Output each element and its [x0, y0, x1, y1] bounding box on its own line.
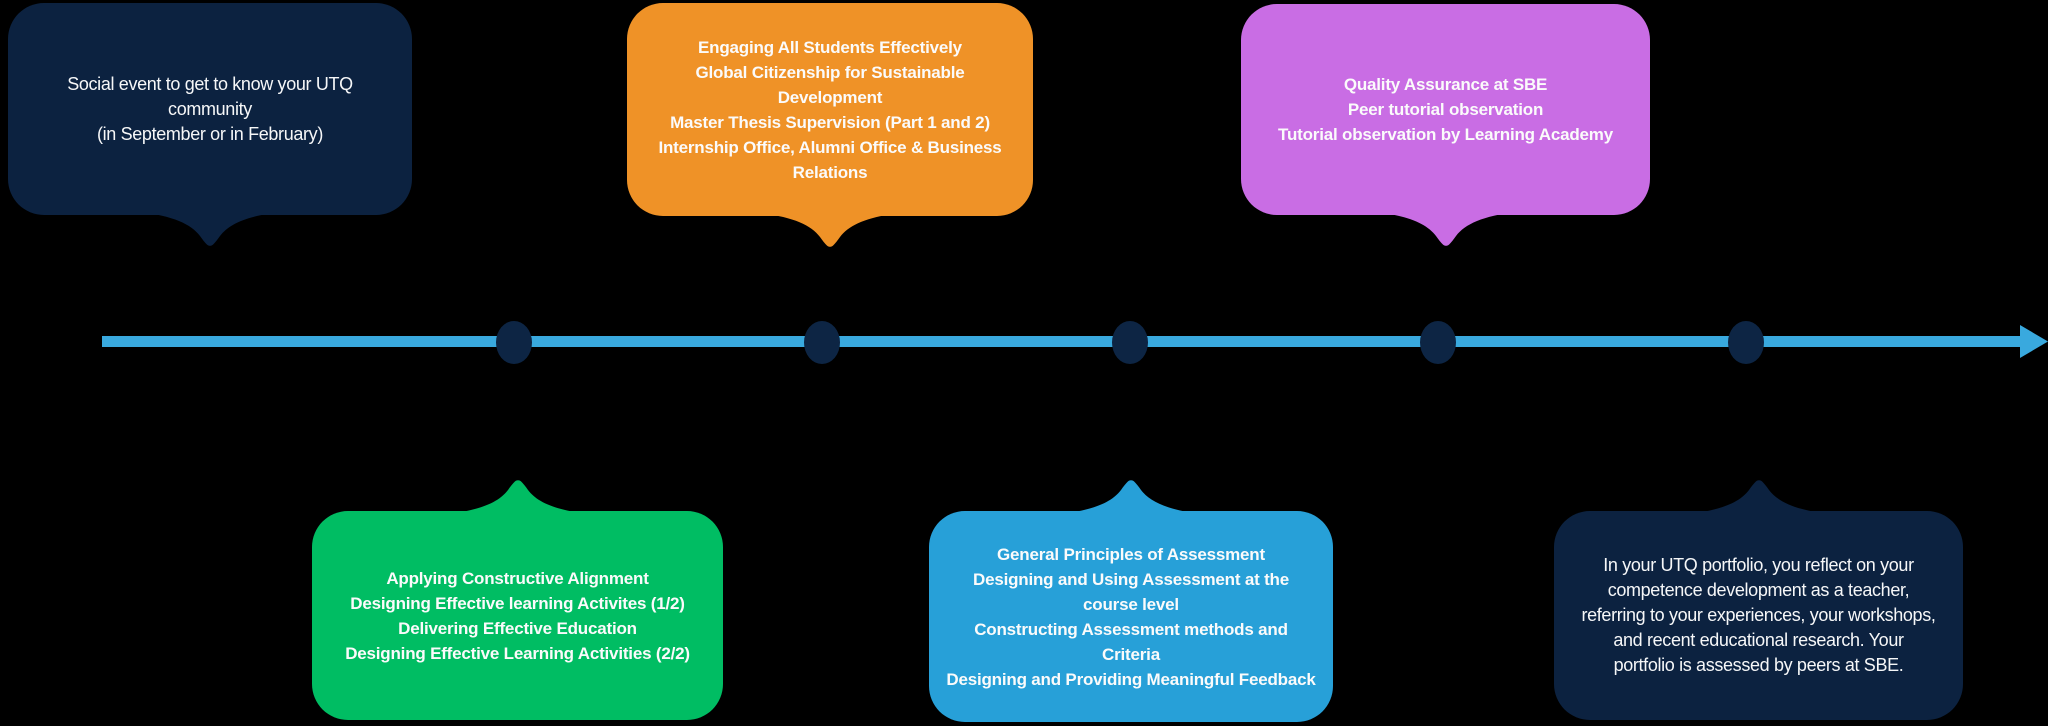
bubble-text: In your UTQ portfolio, you reflect on yo… — [1581, 553, 1935, 678]
bubble-text-line: Social event to get to know your UTQ — [67, 73, 353, 94]
bubble-text-line: Relations — [792, 162, 868, 182]
bubble-social-event: Social event to get to know your UTQ comm… — [8, 3, 412, 246]
bubble-text-line: Engaging All Students Effectively — [698, 37, 962, 57]
bubble-text-line: Designing Effective learning Activites (… — [350, 593, 685, 613]
bubble-text-line: Tutorial observation by Learning Academy — [1278, 125, 1613, 144]
bubble-tail — [760, 213, 900, 247]
bubble-text-line: Quality Assurance at SBE — [1343, 75, 1548, 94]
bubble-text: Social event to get to know your UTQ comm… — [67, 72, 353, 147]
bubble-text-line: Delivering Effective Education — [398, 618, 637, 638]
bubble-tail — [1061, 480, 1201, 514]
bubble-text-line: portfolio is assessed by peers at SBE. — [1613, 655, 1904, 675]
arrow-right-icon — [2020, 325, 2048, 358]
bubble-tail — [447, 480, 588, 514]
bubble-text-line: competence development as a teacher, — [1607, 580, 1910, 600]
bubble-text-line: General Principles of Assessment — [997, 544, 1265, 564]
bubble-text-line: course level — [1083, 594, 1179, 614]
bubble-text-line: Peer tutorial observation — [1347, 100, 1544, 119]
timeline-dot — [1728, 321, 1764, 364]
bubble-text-line: Development — [777, 87, 883, 107]
bubble-tail — [140, 212, 280, 246]
bubble-text-line: Internship Office, Alumni Office & Busin… — [658, 137, 1002, 157]
timeline-dot — [496, 321, 532, 364]
bubble-text-line: Applying Constructive Alignment — [386, 568, 649, 588]
bubble-text-line: referring to your experiences, your work… — [1581, 605, 1936, 625]
bubble-portfolio: In your UTQ portfolio, you reflect on yo… — [1554, 480, 1963, 720]
bubble-tail — [1688, 480, 1829, 514]
timeline-dot — [1112, 321, 1148, 364]
bubble-text-line: Criteria — [1102, 644, 1160, 664]
bubble-text-line: Constructing Assessment methods and — [974, 619, 1288, 639]
bubble-text-line: Global Citizenship for Sustainable — [695, 62, 965, 82]
bubble-text-line: Master Thesis Supervision (Part 1 and 2) — [670, 112, 990, 132]
bubble-tail — [1375, 212, 1516, 246]
bubble-text-line: and recent educational research. Your — [1613, 630, 1904, 650]
bubble-text-line: (in September or in February) — [97, 123, 323, 144]
bubble-text-line: Designing and Using Assessment at the — [973, 569, 1289, 589]
bubble-text-line: Designing Effective Learning Activities … — [345, 643, 690, 663]
bubble-text: Quality Assurance at SBE Peer tutorial ob… — [1278, 72, 1613, 147]
bubble-quality-assurance: Quality Assurance at SBE Peer tutorial ob… — [1241, 4, 1650, 246]
timeline-dot — [804, 321, 840, 364]
timeline-line — [102, 336, 2028, 347]
bubble-text-line: In your UTQ portfolio, you reflect on yo… — [1603, 555, 1914, 575]
timeline-dot — [1420, 321, 1456, 364]
bubble-body: In your UTQ portfolio, you reflect on yo… — [1554, 511, 1963, 720]
bubble-body: Social event to get to know your UTQ comm… — [8, 3, 412, 215]
bubble-text-line: Designing and Providing Meaningful Feedb… — [946, 669, 1316, 689]
bubble-body: Quality Assurance at SBE Peer tutorial ob… — [1241, 4, 1650, 215]
bubble-text-line: community — [168, 98, 252, 119]
